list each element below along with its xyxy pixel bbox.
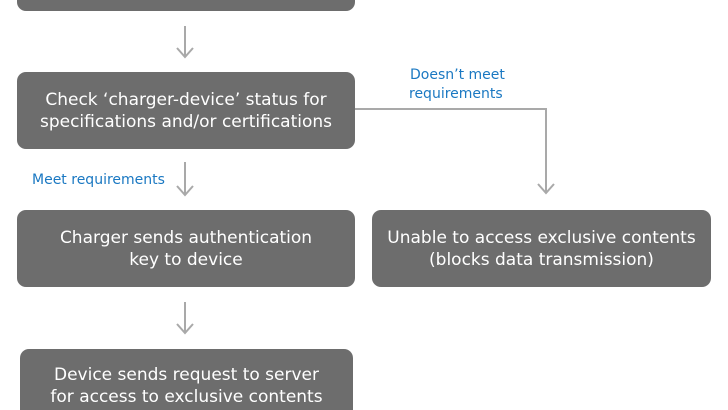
send-key-line2: key to device: [129, 249, 243, 270]
top-process-box: [17, 0, 355, 11]
check-status-box: Check ‘charger-device’ status for specif…: [17, 72, 355, 149]
edge-label-doesnt-meet-line2: requirements: [409, 86, 503, 102]
check-status-line1: Check ‘charger-device’ status for: [45, 89, 327, 110]
edge-label-doesnt-meet-line1: Doesn’t meet: [410, 67, 505, 83]
arrow-top-to-check: [176, 26, 194, 59]
arrow-check-to-send-key: [176, 162, 194, 197]
unable-access-line2: (blocks data transmission): [429, 249, 654, 270]
request-server-box: Device sends request to server for acces…: [20, 349, 353, 410]
arrow-check-to-unable: [355, 108, 555, 195]
send-key-line1: Charger sends authentication: [59, 227, 313, 248]
edge-label-meet: Meet requirements: [32, 172, 165, 188]
send-key-box: Charger sends authentication key to devi…: [17, 210, 355, 287]
unable-access-box: Unable to access exclusive contents (blo…: [372, 210, 711, 287]
arrow-send-key-to-request: [176, 302, 194, 335]
unable-access-line1: Unable to access exclusive contents: [387, 227, 696, 248]
check-status-line2: specifications and/or certifications: [39, 111, 333, 132]
request-server-line1: Device sends request to server: [54, 365, 319, 385]
request-server-line2: for access to exclusive contents: [50, 387, 323, 407]
